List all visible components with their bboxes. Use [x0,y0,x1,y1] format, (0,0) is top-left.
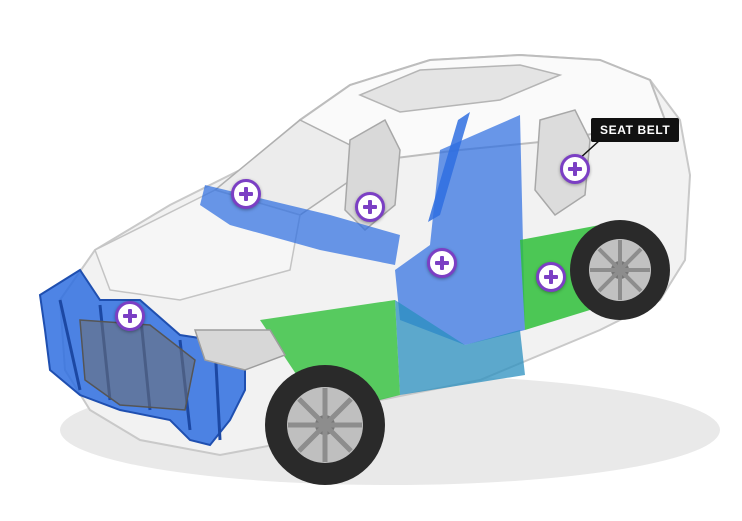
hotspot-rear-door[interactable] [536,262,566,292]
seat-belt-strap [428,112,470,222]
hotspot-seat-belt[interactable] [560,154,590,184]
headlight [193,329,287,371]
rear-wheel [570,220,670,320]
b-pillar-zone [395,115,525,345]
front-door-panel [260,300,400,400]
plus-icon [363,200,377,214]
plus-icon [239,187,253,201]
grille [79,319,196,411]
plus-icon [568,162,582,176]
hotspot-front-header[interactable] [231,179,261,209]
plus-icon [544,270,558,284]
hotspot-front-end-module[interactable] [115,301,145,331]
b-pillar-lower [395,300,525,395]
hotspot-b-pillar[interactable] [427,248,457,278]
plus-icon [123,309,137,323]
front-wheel [265,365,385,485]
seat-belt-callout: SEAT BELT [591,118,680,142]
plus-icon [435,256,449,270]
hotspot-driver-seat[interactable] [355,192,385,222]
sunroof [358,64,563,113]
